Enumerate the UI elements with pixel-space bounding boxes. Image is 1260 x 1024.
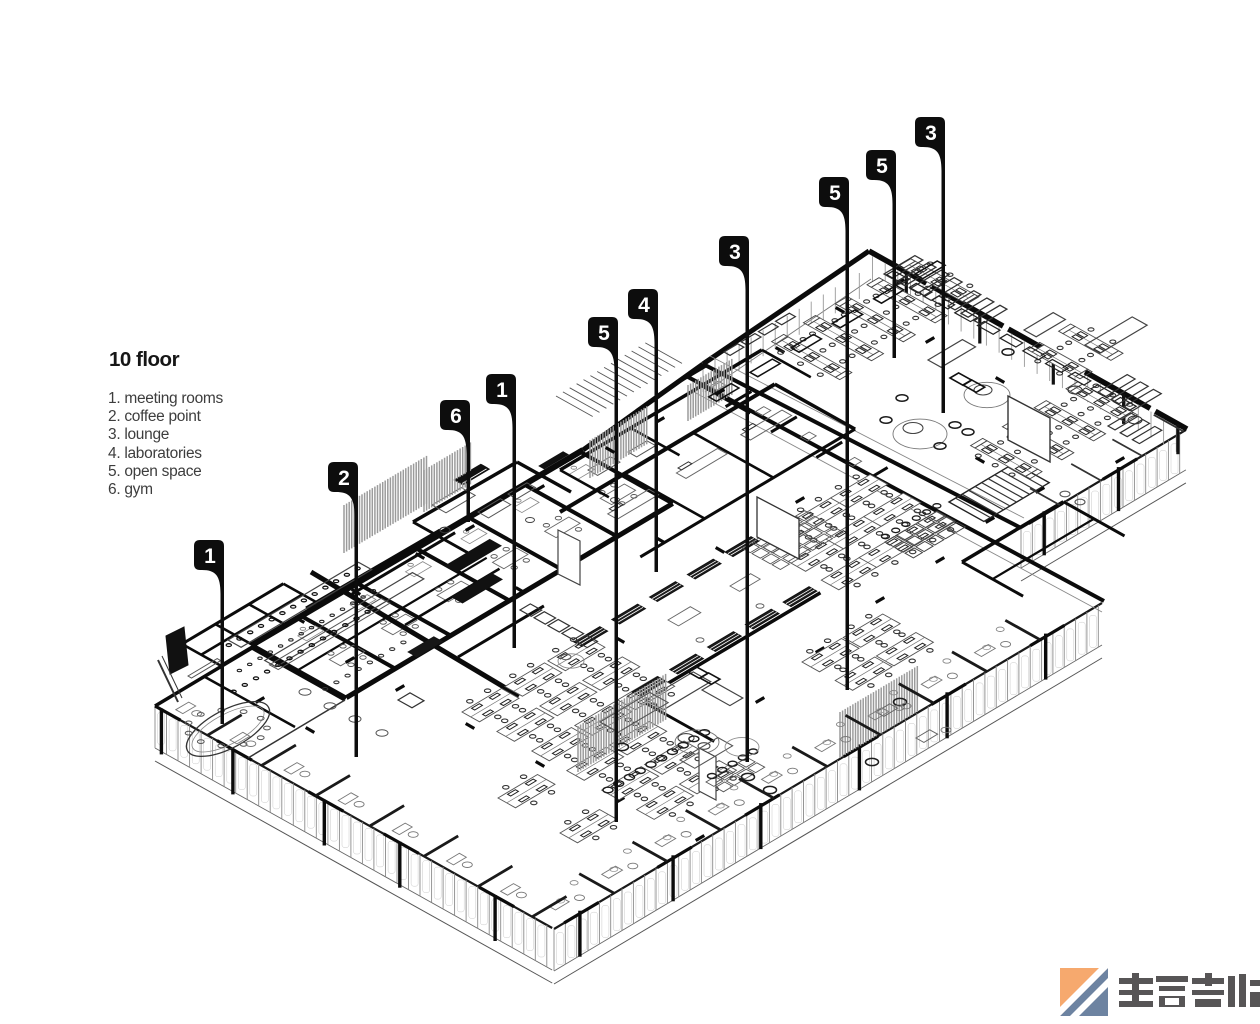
svg-text:5: 5: [598, 322, 610, 345]
svg-text:5: 5: [876, 155, 888, 178]
svg-text:5: 5: [829, 182, 841, 205]
svg-text:3: 3: [729, 241, 741, 264]
svg-text:6: 6: [450, 405, 462, 428]
svg-text:2: 2: [338, 467, 350, 490]
svg-text:3: 3: [925, 122, 937, 145]
svg-text:1: 1: [496, 379, 508, 402]
svg-text:4: 4: [638, 294, 650, 317]
svg-text:1: 1: [204, 545, 216, 568]
